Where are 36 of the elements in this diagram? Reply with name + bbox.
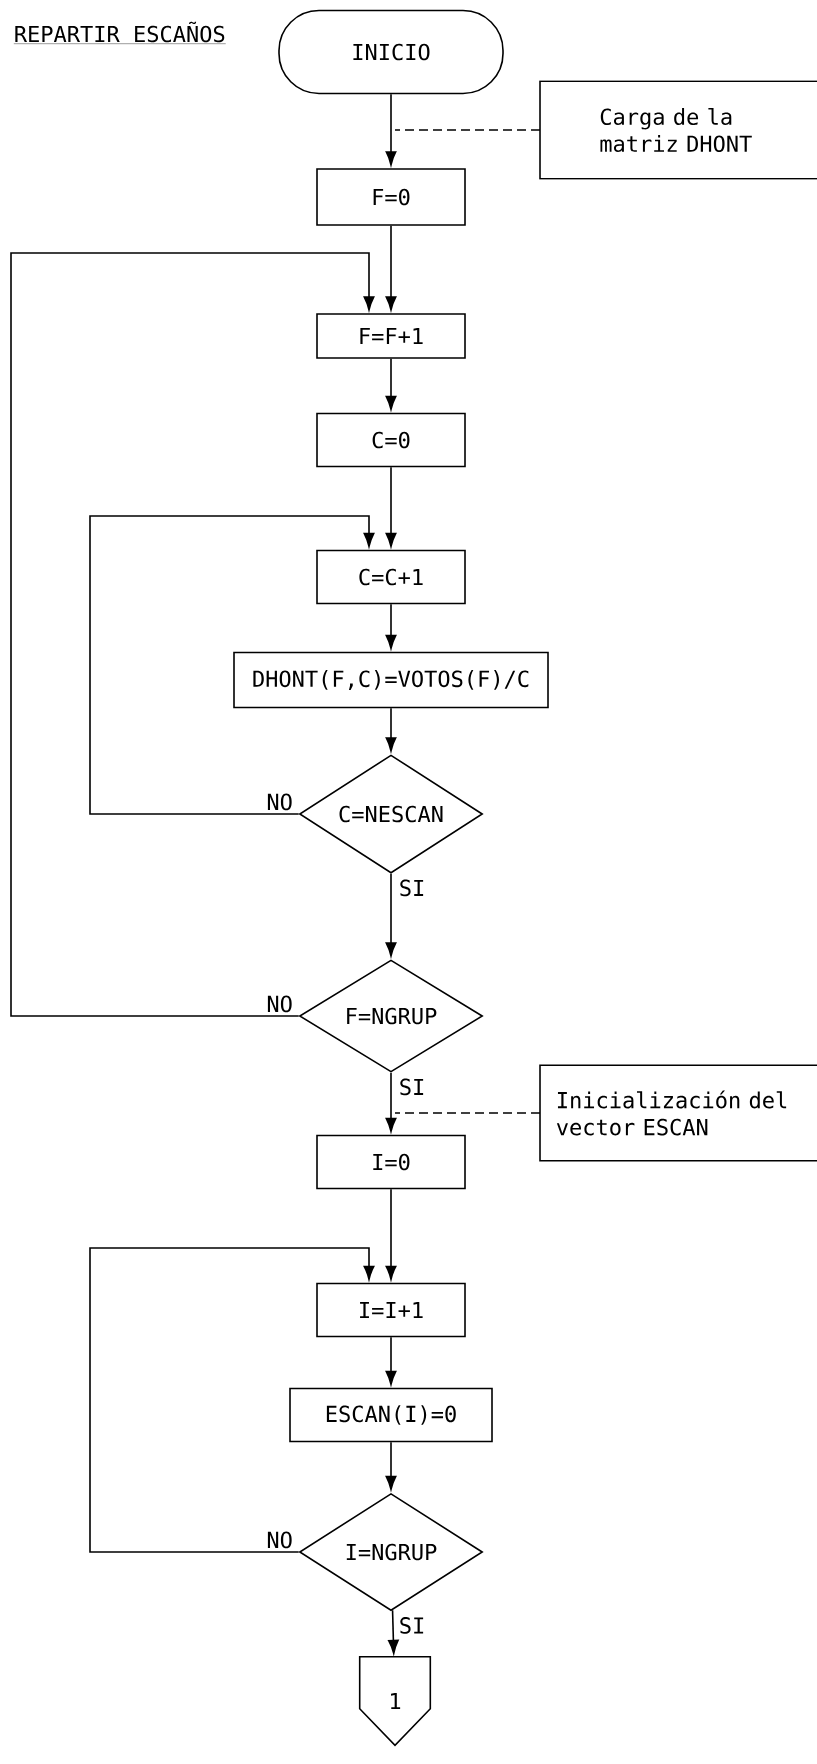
arrow [385,1188,397,1280]
edge-label: SI [400,879,424,897]
process-box: C=C+1 [316,549,466,605]
leader-line [394,1112,541,1114]
off-page-connector: 1 [358,1655,432,1747]
process-box: F=0 [316,168,466,226]
annotation-bracket: Carga de la matriz DHONT [539,80,817,180]
arrow [385,466,397,547]
arrow [387,1609,399,1655]
process-box: I=I+1 [316,1282,466,1338]
arrow [385,873,397,957]
edge-label: NO [267,793,292,811]
arrow [385,603,397,649]
title-text: REPARTIR ESCAÑOS [13,21,226,44]
start-terminal: INICIO [278,9,504,95]
arrow [385,225,397,311]
arrow [385,1072,397,1132]
process-box: F=F+1 [316,313,466,359]
process-box: I=0 [316,1134,466,1190]
arrow [10,252,375,1017]
edge-label: NO [267,995,292,1013]
arrow [385,1441,397,1491]
edge-label: NO [267,1531,292,1549]
process-box: DHONT(F,C)=VOTOS(F)/C [233,651,549,709]
edge-label: SI [400,1078,424,1096]
process-box: ESCAN(I)=0 [289,1387,493,1443]
edge-label: SI [400,1617,424,1634]
arrow [385,1336,397,1385]
arrow [385,707,397,752]
process-box: C=0 [316,412,466,468]
arrow [89,1247,375,1553]
arrow [89,515,375,815]
leader-line [394,129,541,131]
annotation-bracket: Inicialización del vector ESCAN [539,1064,817,1162]
arrow [385,93,397,166]
arrow [385,358,397,410]
